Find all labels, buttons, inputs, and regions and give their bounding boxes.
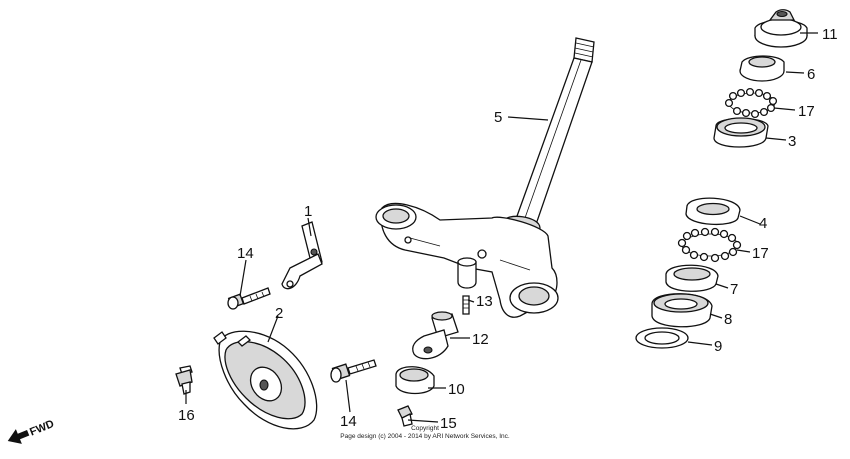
bracket-part-1 [281,221,323,290]
fwd-arrow: FWD [7,418,56,444]
label-part-5: 5 [494,109,502,126]
label-part-2: 2 [275,305,283,322]
copyright-line-1: Copyright [411,425,439,432]
lower-cone-race-part-7 [665,264,719,292]
horn-part-2 [213,330,318,430]
label-part-15: 15 [440,415,457,432]
label-part-14-upper: 14 [237,245,254,262]
cover-part-10 [395,366,435,395]
label-part-12: 12 [472,331,489,348]
lock-cylinder-part-12 [412,311,459,360]
screw-part-15 [397,405,413,427]
fwd-label: FWD [28,418,56,439]
screw-part-16 [175,365,193,395]
lower-ball-bearing-part-17 [677,227,742,263]
screw-part-13 [462,295,470,315]
leader-lines [185,32,818,423]
upper-cone-race-part-6 [739,55,785,82]
top-cap-part-11 [754,9,808,48]
label-part-3: 3 [788,133,796,150]
label-part-7: 7 [730,281,738,298]
dust-seal-part-8 [651,293,713,328]
copyright-line-2: Page design (c) 2004 - 2014 by ARI Netwo… [340,433,510,440]
bolt-part-14-lower [330,359,377,383]
label-part-6: 6 [807,66,815,83]
label-part-17-lower: 17 [752,245,769,262]
label-part-17-upper: 17 [798,103,815,120]
bolt-part-14-upper [227,287,271,310]
label-part-10: 10 [448,381,465,398]
upper-ball-bearing-part-17 [724,87,778,119]
label-part-9: 9 [714,338,722,355]
label-part-11: 11 [822,26,838,43]
label-part-8: 8 [724,311,732,328]
upper-outer-race-part-3 [713,117,769,148]
label-part-14-lower: 14 [340,413,357,430]
label-part-13: 13 [476,293,493,310]
steering-stem-part [375,37,595,318]
label-part-4: 4 [759,215,767,232]
label-part-16: 16 [178,407,195,424]
lower-outer-race-part-4 [685,197,741,226]
washer-part-9 [635,327,689,349]
label-part-1: 1 [304,203,312,220]
